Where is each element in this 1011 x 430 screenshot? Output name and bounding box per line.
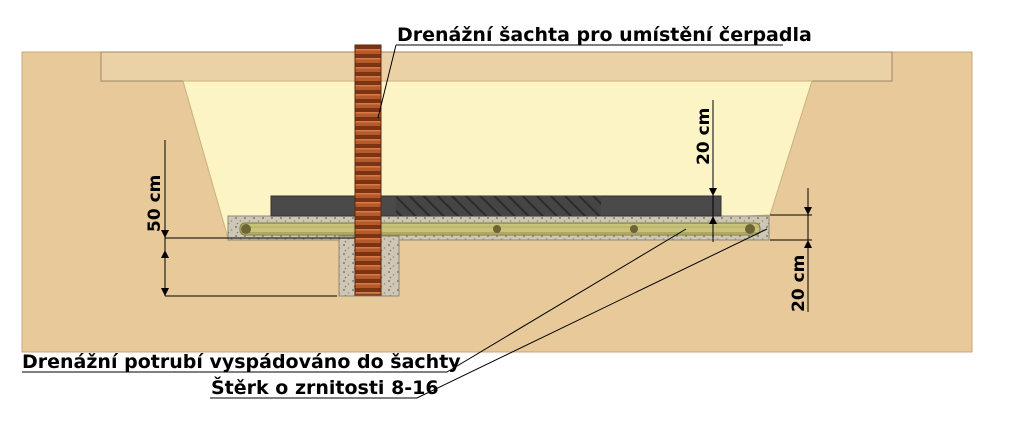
leader-lines: [22, 44, 783, 399]
label-drainage-shaft: Drenážní šachta pro umístění čerpadla: [397, 24, 812, 46]
dim-label-gravel-layer: 20 cm: [789, 255, 809, 312]
pipe-perforation: [241, 224, 251, 234]
dimension-20cm-gravel: [770, 188, 812, 312]
dim-label-depth-total: 50 cm: [145, 175, 165, 232]
dim-label-water-depth: 20 cm: [694, 108, 714, 165]
label-drainage-pipe: Drenážní potrubí vyspádováno do šachty: [22, 351, 461, 373]
pipe-perforation: [630, 225, 638, 233]
label-gravel: Štěrk o zrnitosti 8-16: [211, 375, 439, 399]
dimension-50cm: [161, 140, 355, 297]
pipe-perforation: [493, 225, 501, 233]
coping-slab: [100, 51, 893, 82]
pipe-perforation: [745, 224, 755, 234]
dimension-20cm-water: [709, 100, 717, 242]
grid-block-hatch: [396, 196, 601, 216]
drainage-shaft-pipe: [354, 44, 382, 296]
